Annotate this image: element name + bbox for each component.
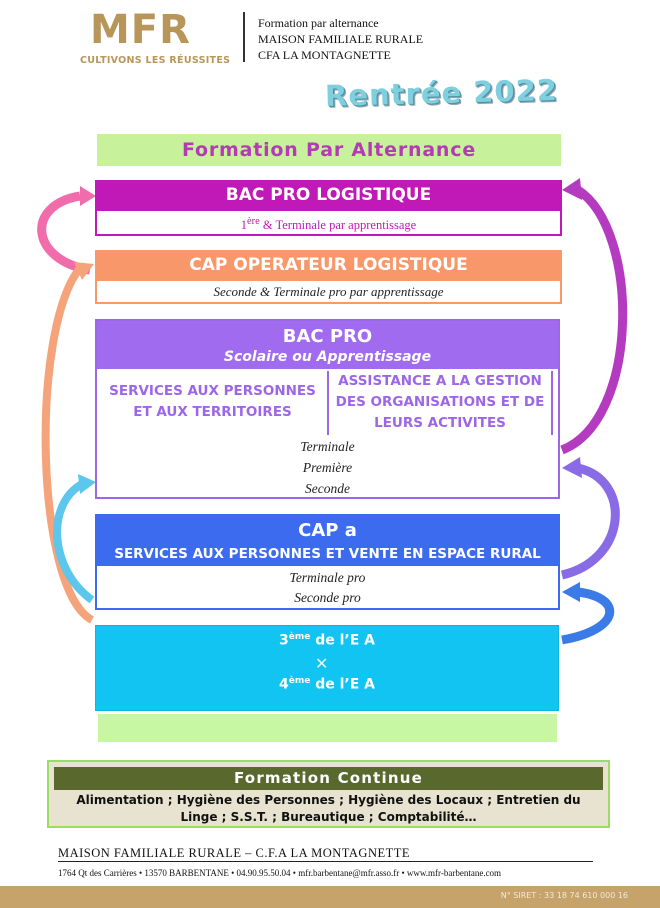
right-arrow-magenta-head	[562, 178, 582, 200]
empty-green-bar	[98, 714, 557, 742]
left-arrow-cyan	[53, 480, 95, 604]
ea-num: 4	[279, 676, 289, 693]
logo-tagline: CULTIVONS LES RÉUSSITES	[80, 55, 231, 66]
program-bacpro-logistique: BAC PRO LOGISTIQUE 1ère & Terminale par …	[95, 180, 562, 236]
level-seconde-pro: Seconde pro	[294, 590, 361, 605]
formation-continue-panel: Formation Continue Alimentation ; Hygièn…	[47, 760, 610, 828]
ea-rest: de l’E A	[310, 676, 375, 693]
right-arrow-blue-head	[562, 582, 580, 602]
ea-sup: ème	[288, 632, 311, 642]
ea-3eme: 3ème de l’E A	[96, 632, 558, 649]
program-title: CAP a	[298, 520, 357, 541]
cross-icon: ✕	[315, 654, 329, 673]
footer-address: 1764 Qt des Carrières • 13570 BARBENTANE…	[58, 868, 502, 878]
left-arrow-cyan-head	[78, 474, 96, 494]
level-seconde: Seconde	[305, 481, 350, 496]
program-subtitle: SERVICES AUX PERSONNES ET VENTE EN ESPAC…	[114, 546, 541, 562]
program-header: BAC PRO Scolaire ou Apprentissage	[97, 321, 558, 369]
left-arrow-orange-head	[74, 262, 94, 280]
header-divider	[243, 12, 245, 62]
program-cap-logistique: CAP OPERATEUR LOGISTIQUE Seconde & Termi…	[95, 250, 562, 304]
right-arrow-blue	[561, 587, 615, 645]
formation-continue-title: Formation Continue	[54, 767, 603, 790]
right-arrow-purple	[560, 463, 620, 580]
ea-4eme: 4ème de l’E A	[96, 676, 558, 693]
program-title: BAC PRO LOGISTIQUE	[97, 182, 560, 209]
ea-rest: de l’E A	[310, 632, 375, 649]
footer-band: N° SIRET : 33 18 74 610 000 16	[0, 886, 660, 908]
program-subtitle: Scolaire ou Apprentissage	[223, 349, 432, 365]
header-line-formation: Formation par alternance	[258, 16, 379, 30]
header-line-mfr: MAISON FAMILIALE RURALE	[258, 32, 424, 46]
footer-siret: N° SIRET : 33 18 74 610 000 16	[500, 891, 628, 900]
program-subtitle: 1ère & Terminale par apprentissage	[97, 209, 560, 236]
sub-prefix: 1	[240, 218, 248, 233]
logo-mfr: MFR	[90, 7, 191, 53]
footer-name: MAISON FAMILIALE RURALE – C.F.A LA MONTA…	[58, 846, 411, 860]
program-title: BAC PRO	[282, 326, 373, 347]
ea-sup: ème	[288, 676, 311, 686]
ea-num: 3	[279, 632, 289, 649]
option-assistance-gestion: ASSISTANCE A LA GESTION DES ORGANISATION…	[327, 371, 553, 435]
program-title: CAP OPERATEUR LOGISTIQUE	[97, 252, 560, 279]
footer-divider	[58, 861, 593, 862]
program-bacpro: BAC PRO Scolaire ou Apprentissage SERVIC…	[95, 319, 560, 499]
level-terminale-pro: Terminale pro	[289, 570, 366, 585]
right-arrow-magenta	[560, 186, 628, 455]
main-title: Formation Par Alternance	[97, 134, 561, 166]
header-line-cfa: CFA LA MONTAGNETTE	[258, 48, 391, 62]
left-arrow-orange	[41, 265, 95, 624]
sub-sup: ère	[247, 216, 260, 227]
program-levels: Terminale pro Seconde pro	[97, 566, 558, 608]
level-premiere: Première	[302, 460, 353, 475]
program-cap-a: CAP a SERVICES AUX PERSONNES ET VENTE EN…	[95, 514, 560, 610]
option-services-personnes: SERVICES AUX PERSONNES ET AUX TERRITOIRE…	[109, 383, 316, 420]
formation-continue-list: Alimentation ; Hygiène des Personnes ; H…	[76, 793, 581, 824]
level-terminale: Terminale	[300, 439, 355, 454]
left-arrow-pink-head	[80, 186, 96, 206]
program-subtitle: Seconde & Terminale pro par apprentissag…	[97, 279, 560, 302]
sub-rest: & Terminale par apprentissage	[259, 218, 417, 233]
program-ea: 3ème de l’E A ✕ 4ème de l’E A	[95, 625, 559, 711]
right-arrow-purple-head	[562, 457, 582, 478]
left-arrow-pink	[37, 191, 91, 275]
rentree-title: Rentrée 2022	[324, 72, 559, 114]
program-header: CAP a SERVICES AUX PERSONNES ET VENTE EN…	[97, 516, 558, 566]
program-levels: Terminale Première Seconde	[97, 436, 558, 499]
